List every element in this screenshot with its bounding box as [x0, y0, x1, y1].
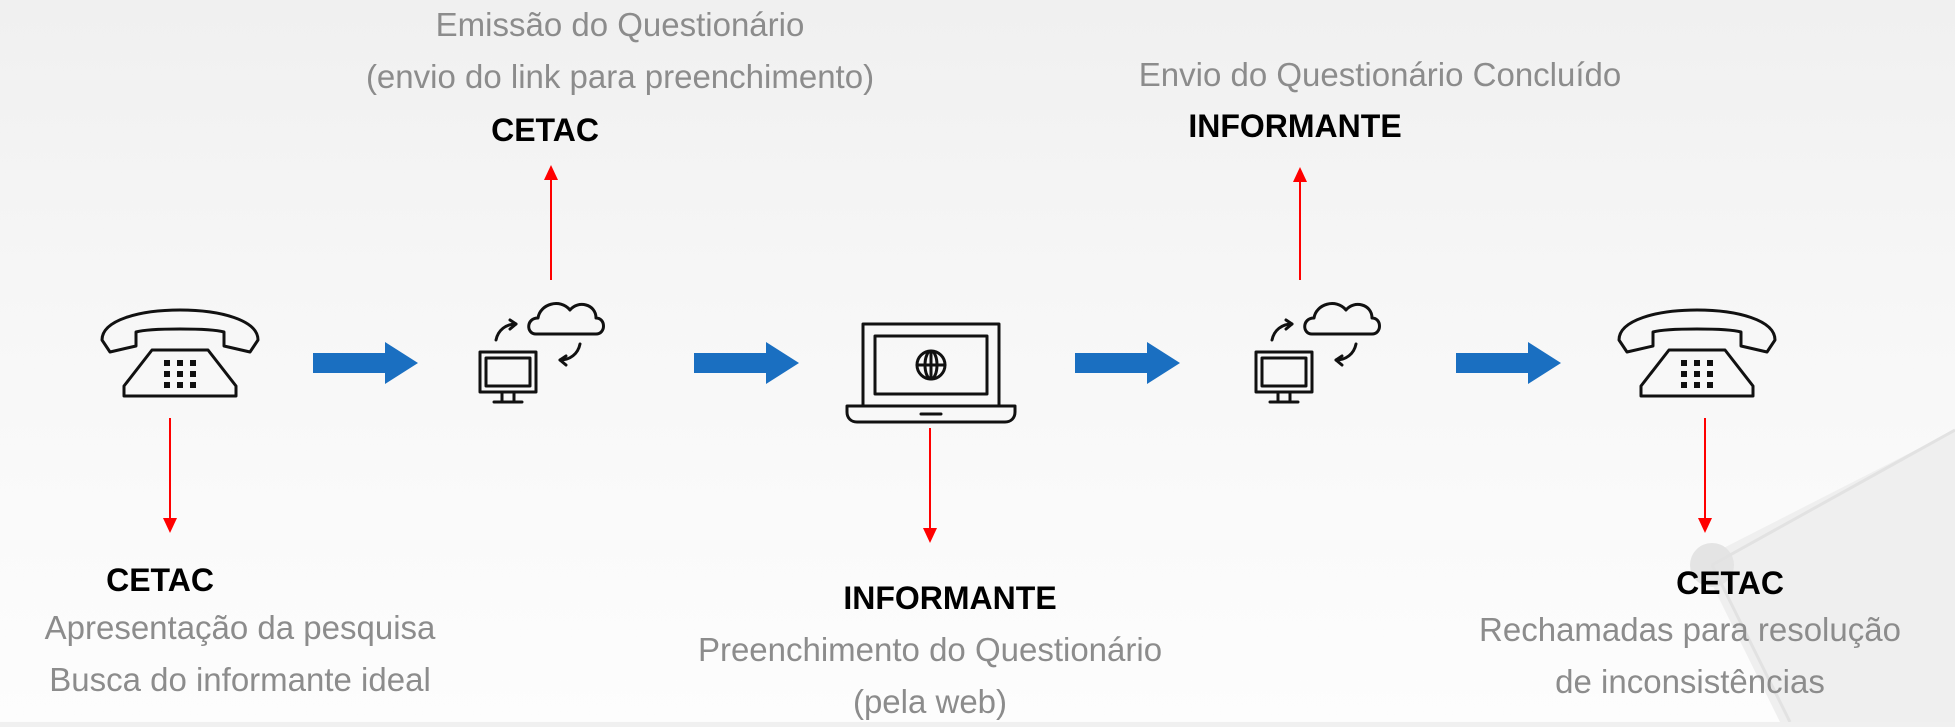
- step3-description-line1: Preenchimento do Questionário: [697, 631, 1163, 668]
- step5-description-line1: Rechamadas para resolução: [1479, 611, 1901, 648]
- step2-actor: CETAC: [491, 112, 599, 148]
- step2-description-line2: (envio do link para preenchimento): [365, 58, 875, 95]
- step4-actor: INFORMANTE: [1188, 108, 1402, 144]
- step2-description-line1: Emissão do Questionário: [435, 6, 805, 43]
- step5-description-line2: de inconsistências: [1555, 663, 1825, 700]
- step4-description-line1: Envio do Questionário Concluído: [1138, 56, 1622, 93]
- step1-actor: CETAC: [106, 562, 214, 598]
- step3-actor: INFORMANTE: [843, 580, 1057, 616]
- step3-description-line2: (pela web): [852, 683, 1008, 720]
- step1-description-line2: Busca do informante ideal: [49, 661, 431, 698]
- step5-actor: CETAC: [1676, 565, 1784, 601]
- step1-description-line1: Apresentação da pesquisa: [44, 609, 436, 646]
